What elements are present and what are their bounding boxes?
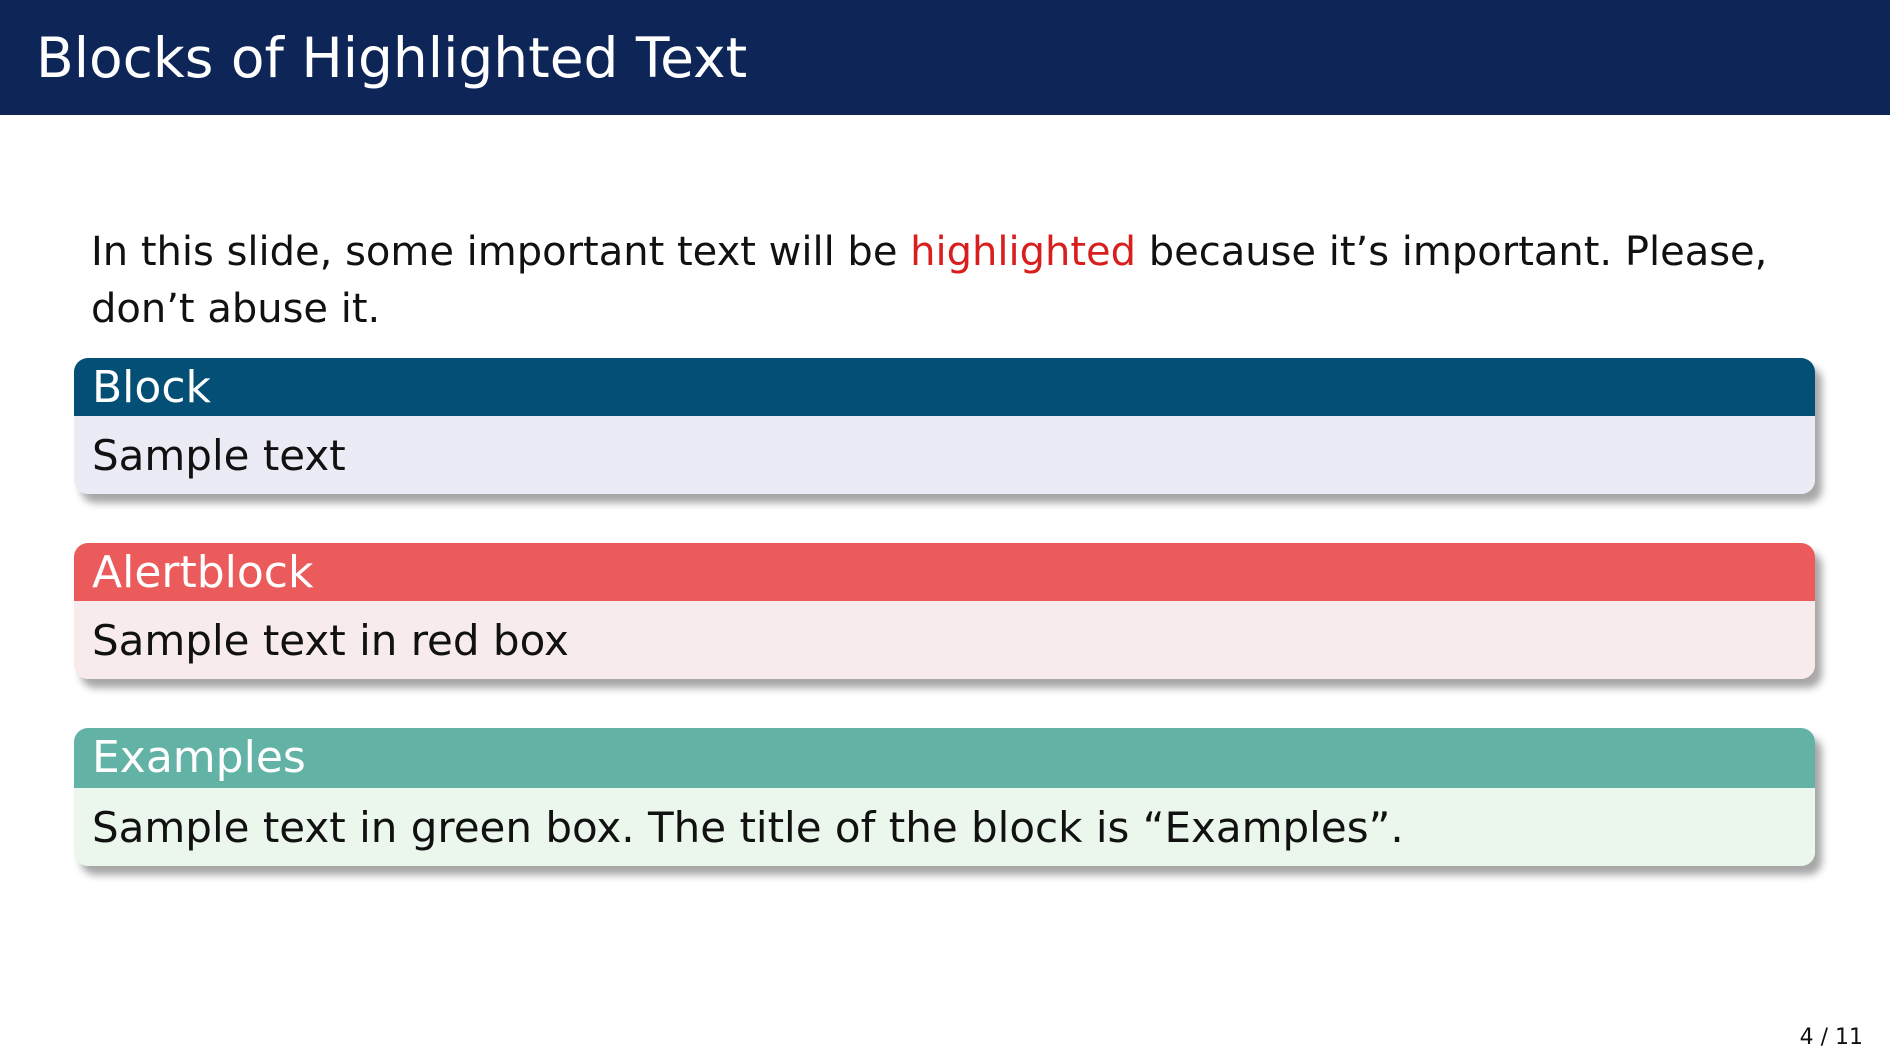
block-alert-title: Alertblock xyxy=(74,543,1815,601)
block-examples-title: Examples xyxy=(74,728,1815,788)
block-standard: Block Sample text xyxy=(74,358,1815,494)
slide-title: Blocks of Highlighted Text xyxy=(36,26,748,90)
intro-highlighted-word: highlighted xyxy=(910,229,1136,275)
intro-text-before: In this slide, some important text will … xyxy=(91,229,911,275)
block-standard-title: Block xyxy=(74,358,1815,416)
block-examples-body: Sample text in green box. The title of t… xyxy=(74,788,1815,866)
block-standard-body: Sample text xyxy=(74,416,1815,494)
block-alert-body: Sample text in red box xyxy=(74,601,1815,679)
block-alert: Alertblock Sample text in red box xyxy=(74,543,1815,679)
slide-header-bar: Blocks of Highlighted Text xyxy=(0,0,1890,115)
page-number: 4 / 11 xyxy=(1799,1025,1863,1050)
intro-paragraph: In this slide, some important text will … xyxy=(91,224,1811,338)
intro-text-after: because it’s important. Please, don’t ab… xyxy=(91,229,1768,332)
block-examples: Examples Sample text in green box. The t… xyxy=(74,728,1815,866)
